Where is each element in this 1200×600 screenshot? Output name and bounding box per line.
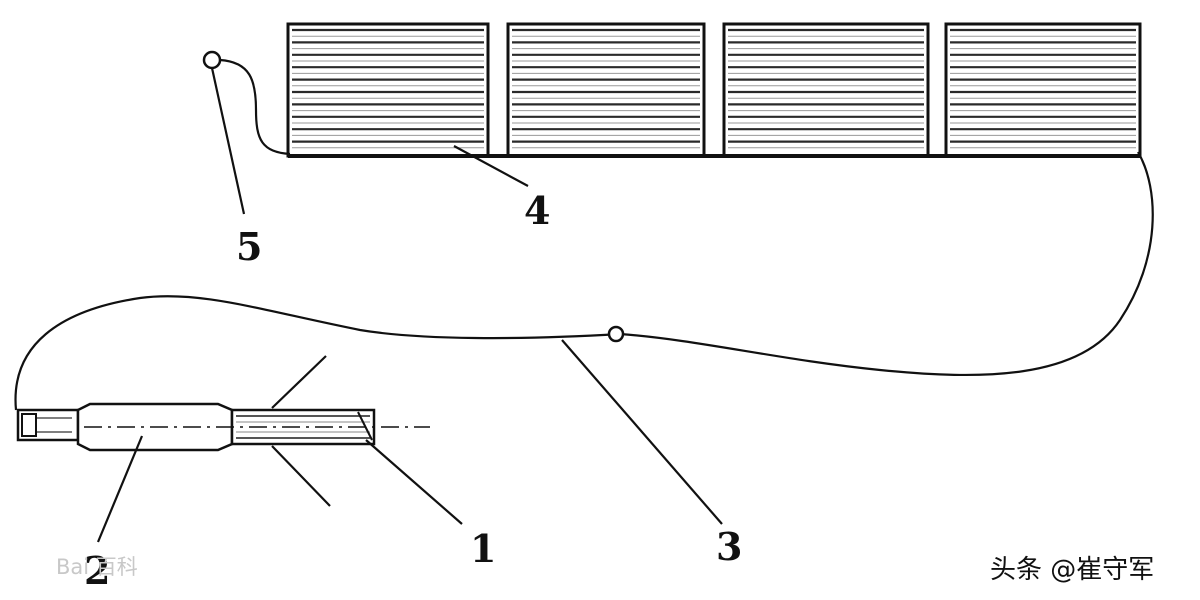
connecting-cable xyxy=(14,151,1154,411)
solar-panel-module-1 xyxy=(286,22,490,158)
panel-slats-4 xyxy=(950,28,1136,149)
callout-4: 4 xyxy=(524,188,550,233)
leader-line-4 xyxy=(453,145,529,187)
leader-line-3 xyxy=(561,339,723,525)
panel-slats-3 xyxy=(728,28,924,149)
solar-panel-array xyxy=(286,22,1142,158)
cable-connector xyxy=(607,325,625,343)
anchor-lead-wire xyxy=(219,58,291,156)
panel-slats-2 xyxy=(512,28,700,149)
author-credit: 头条 @崔守军 xyxy=(990,555,1154,585)
sensor-assembly xyxy=(16,355,430,507)
solar-panel-module-2 xyxy=(506,22,706,158)
baike-watermark: Bai 百科 xyxy=(56,555,138,579)
leader-line-1 xyxy=(365,439,463,525)
callout-2: 2 xyxy=(84,548,110,593)
callout-3: 3 xyxy=(716,524,742,569)
panel-slats-1 xyxy=(292,28,484,149)
solar-panel-module-4 xyxy=(944,22,1142,158)
sensor-lower-fin xyxy=(271,445,331,507)
solar-panel-module-3 xyxy=(722,22,930,158)
callout-1: 1 xyxy=(470,526,496,571)
sensor-upper-fin xyxy=(271,355,327,409)
leader-line-5 xyxy=(210,67,246,215)
leader-line-2 xyxy=(96,435,144,543)
anchor-ring xyxy=(202,50,222,70)
callout-5: 5 xyxy=(236,224,262,269)
